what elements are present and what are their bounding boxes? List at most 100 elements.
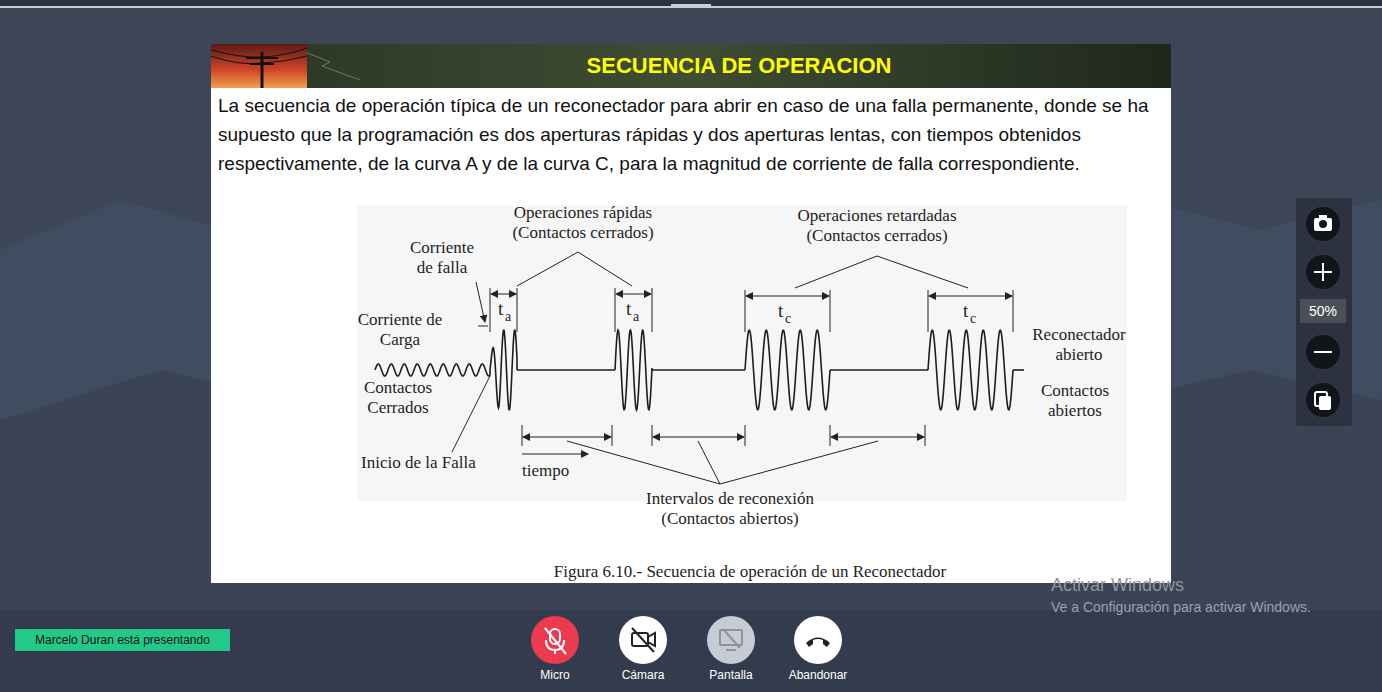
fault-current-burst xyxy=(928,330,1013,410)
leader-line xyxy=(795,256,877,288)
dimension-arrow xyxy=(929,296,1012,297)
leave-button xyxy=(794,616,842,664)
zoom-level-box: 50% xyxy=(1300,299,1346,323)
snapshot-button xyxy=(1306,207,1340,241)
open-line xyxy=(1013,369,1024,371)
waveform xyxy=(375,330,1024,410)
axis-label: tiempo xyxy=(522,461,569,481)
mountain-silhouette xyxy=(0,170,1382,692)
minus-icon xyxy=(1314,351,1332,353)
camera-icon xyxy=(1319,220,1327,228)
zoom-in-button xyxy=(1306,255,1340,289)
bottom-bar xyxy=(0,610,1382,692)
leader-line xyxy=(452,376,490,452)
button-label: Micro xyxy=(505,668,605,682)
open-line xyxy=(830,369,928,371)
zoom-out-button xyxy=(1306,335,1340,369)
fault-current-burst xyxy=(615,330,652,410)
top-line xyxy=(0,6,1382,8)
dimension-arrow xyxy=(746,296,829,297)
time-subscript: a xyxy=(505,307,511,327)
time-symbol: t xyxy=(498,299,503,319)
annotation-label: Contactos Cerrados xyxy=(352,378,444,418)
time-subscript: c xyxy=(970,309,976,329)
leader-line xyxy=(578,252,632,286)
load-current-wave xyxy=(375,364,490,376)
bracket-tick xyxy=(612,425,613,446)
fault-current-burst xyxy=(490,330,517,409)
camera-icon xyxy=(1314,218,1332,231)
bracket-tick xyxy=(522,425,523,446)
time-arrow xyxy=(522,454,588,455)
power-pole xyxy=(211,48,307,88)
mute-slash xyxy=(545,628,566,654)
plus-icon xyxy=(1314,263,1332,281)
leader-line xyxy=(478,326,488,327)
bracket-tick xyxy=(928,290,929,332)
bracket-tick xyxy=(1013,290,1014,332)
dimension-arrow xyxy=(523,437,611,438)
bracket-tick xyxy=(652,288,653,332)
camera-off-slash xyxy=(632,628,654,652)
time-subscript: a xyxy=(633,307,639,327)
button-label: Cámara xyxy=(593,668,693,682)
bracket-tick xyxy=(745,290,746,332)
dimension-arrow xyxy=(491,294,516,295)
top-bar xyxy=(0,0,1382,6)
slide-title: SECUENCIA DE OPERACION xyxy=(307,52,1171,80)
copy-button xyxy=(1306,383,1340,417)
dimension-arrow xyxy=(831,437,924,438)
annotation-label: Operaciones rápidas (Contactos cerrados) xyxy=(494,203,672,243)
bracket-tick xyxy=(517,288,518,332)
sunset-image xyxy=(211,44,307,88)
annotation-label: Reconectador abierto xyxy=(1018,325,1140,365)
lightning xyxy=(300,50,360,80)
open-line xyxy=(517,369,615,371)
time-symbol: t xyxy=(778,301,783,321)
bracket-tick xyxy=(830,425,831,446)
mic-button xyxy=(531,616,579,664)
zoom-toolbar xyxy=(1296,198,1352,426)
title-band xyxy=(211,44,1171,88)
annotation-label: Operaciones retardadas (Contactos cerrad… xyxy=(778,206,976,246)
time-symbol: t xyxy=(626,299,631,319)
leader-line xyxy=(567,441,720,484)
annotation-label: Intervalos de reconexión (Contactos abie… xyxy=(620,489,840,529)
screen-icon xyxy=(723,629,740,650)
bracket-tick xyxy=(745,425,746,446)
hangup-icon xyxy=(806,638,830,648)
node-text: Marcelo Duran está presentando xyxy=(35,633,210,647)
camera-icon xyxy=(1319,215,1327,219)
time-subscript: c xyxy=(785,309,791,329)
leader-arrow xyxy=(476,282,485,322)
fault-current-burst xyxy=(745,330,830,410)
button-label: Pantalla xyxy=(681,668,781,682)
annotation-label: Corriente de falla xyxy=(400,238,484,278)
button-label: Abandonar xyxy=(768,668,868,682)
dimension-arrow xyxy=(616,294,651,295)
dimension-arrow xyxy=(653,437,744,438)
top-handle xyxy=(671,4,711,6)
node-text: 50% xyxy=(1309,303,1337,319)
camera-off-icon xyxy=(648,633,655,646)
wire xyxy=(211,48,307,57)
leader-line xyxy=(517,252,578,286)
leader-line xyxy=(698,441,720,484)
watermark-text: Activar Windows xyxy=(1051,575,1184,596)
bracket-tick xyxy=(490,288,491,332)
bracket-tick xyxy=(652,425,653,446)
time-symbol: t xyxy=(963,301,968,321)
open-line xyxy=(652,369,745,371)
slide xyxy=(211,44,1171,583)
leader-line xyxy=(720,441,878,484)
leader-lines xyxy=(452,252,968,484)
bracket-tick xyxy=(925,425,926,446)
camera-button xyxy=(619,616,667,664)
copy-icon xyxy=(1319,396,1331,410)
watermark-text: Ve a Configuración para activar Windows. xyxy=(1051,599,1311,615)
screen-button xyxy=(707,616,755,664)
figure-background xyxy=(357,205,1127,501)
annotation-label: Inicio de la Falla xyxy=(361,453,476,473)
bracket-tick xyxy=(615,288,616,332)
